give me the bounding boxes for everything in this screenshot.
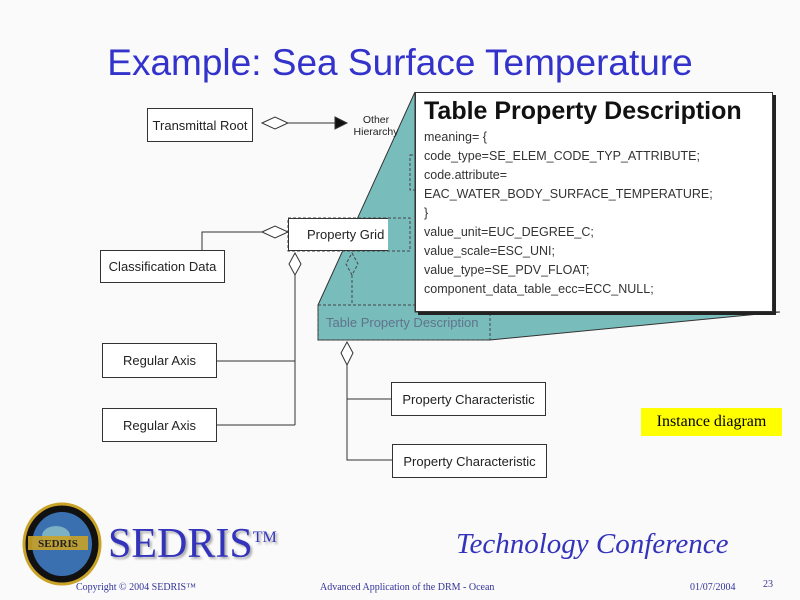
sedris-globe-logo: SEDRIS bbox=[22, 502, 102, 586]
brand-text: SEDRIS bbox=[108, 521, 253, 567]
copyright: Copyright © 2004 SEDRIS™ bbox=[76, 582, 196, 593]
regular-axis-box: Regular Axis bbox=[102, 343, 217, 378]
aggregation-diamond bbox=[340, 340, 354, 367]
property-grid-label: Property Grid bbox=[307, 227, 385, 242]
property-characteristic-box: Property Characteristic bbox=[391, 382, 546, 416]
slide-title: Example: Sea Surface Temperature bbox=[107, 42, 693, 83]
popup-line: meaning= { bbox=[424, 130, 487, 144]
page-number: 23 bbox=[763, 579, 773, 590]
aggregation-diamond bbox=[260, 116, 290, 130]
arrow-head bbox=[334, 116, 349, 130]
popup-line: value_scale=ESC_UNI; bbox=[424, 244, 555, 258]
regular-axis-box: Regular Axis bbox=[102, 408, 217, 442]
transmittal-root-box: Transmittal Root bbox=[147, 108, 253, 142]
table-property-description-popup: Table Property Description meaning= { co… bbox=[415, 92, 773, 312]
slide-subject: Advanced Application of the DRM - Ocean bbox=[320, 582, 495, 593]
aggregation-diamond bbox=[288, 251, 302, 277]
popup-line: value_unit=EUC_DEGREE_C; bbox=[424, 225, 594, 239]
popup-title: Table Property Description bbox=[424, 97, 742, 125]
instance-diagram-label: Instance diagram bbox=[641, 408, 782, 436]
table-property-description-ghost: Table Property Description bbox=[326, 315, 478, 330]
classification-data-box: Classification Data bbox=[100, 250, 225, 283]
property-characteristic-box: Property Characteristic bbox=[392, 444, 547, 478]
popup-line: value_type=SE_PDV_FLOAT; bbox=[424, 263, 590, 277]
logo-text: SEDRIS bbox=[38, 538, 78, 550]
trademark: TM bbox=[252, 529, 277, 546]
aggregation-diamond bbox=[260, 225, 290, 239]
popup-line: component_data_table_ecc=ECC_NULL; bbox=[424, 282, 654, 296]
popup-line: code_type=SE_ELEM_CODE_TYP_ATTRIBUTE; bbox=[424, 149, 700, 163]
property-grid-box: Property Grid bbox=[288, 218, 388, 251]
conference-title: Technology Conference bbox=[456, 528, 729, 560]
sedris-brand: SEDRISTM bbox=[108, 520, 277, 568]
popup-line: code.attribute= bbox=[424, 168, 508, 182]
popup-line: } bbox=[424, 206, 429, 220]
popup-line: EAC_WATER_BODY_SURFACE_TEMPERATURE; bbox=[424, 187, 713, 201]
other-hierarchy-label: Other Hierarchy bbox=[353, 114, 399, 138]
slide-date: 01/07/2004 bbox=[690, 582, 736, 593]
